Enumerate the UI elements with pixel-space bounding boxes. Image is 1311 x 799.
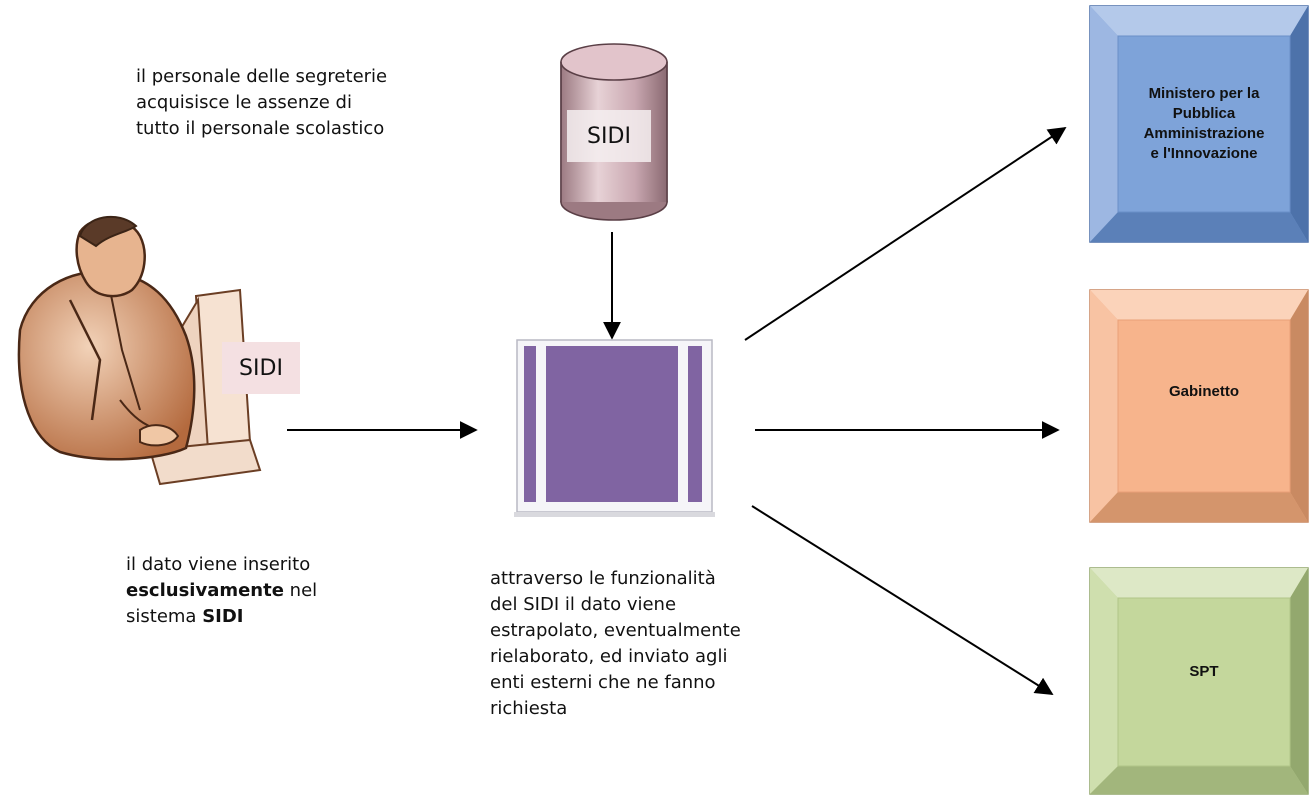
left-note-line2: esclusivamente nel (126, 578, 366, 604)
target-box-ministero (1089, 5, 1309, 243)
ministero-line4: e l'Innovazione (1150, 145, 1258, 162)
center-note-line2: del SIDI il dato viene (490, 594, 677, 615)
target-label-spt: SPT (1118, 598, 1290, 746)
center-note: attraverso le funzionalità del SIDI il d… (490, 566, 810, 722)
top-note: il personale delle segreterie acquisisce… (136, 64, 456, 142)
target-label-gabinetto: Gabinetto (1118, 320, 1290, 464)
center-note-line5: enti esterni che ne fanno (490, 672, 716, 693)
left-note-bold-exclusively: esclusivamente (126, 580, 284, 601)
left-note: il dato viene inserito esclusivamente ne… (126, 552, 366, 630)
person-at-computer-icon (17, 216, 300, 486)
target-box-gabinetto (1089, 289, 1309, 523)
top-note-line1: il personale delle segreterie (136, 66, 388, 87)
ministero-line3: Amministrazione (1143, 125, 1265, 142)
left-note-line3: sistema SIDI (126, 604, 366, 630)
top-note-line3: tutto il personale scolastico (136, 118, 385, 139)
ministero-line1: Ministero per la (1148, 85, 1260, 102)
target-box-spt (1089, 567, 1309, 795)
center-note-line1: attraverso le funzionalità (490, 568, 716, 589)
center-note-line4: rielaborato, ed inviato agli (490, 646, 728, 667)
ministero-line2: Pubblica (1172, 105, 1236, 122)
left-note-bold-sidi: SIDI (202, 606, 244, 627)
center-note-line6: richiesta (490, 698, 568, 719)
arrow-hub-to-spt (751, 505, 1054, 695)
left-note-line1: il dato viene inserito (126, 554, 311, 575)
hub-server-icon (514, 339, 715, 517)
center-note-line3: estrapolato, eventualmente (490, 620, 741, 641)
database-cylinder-icon (560, 43, 668, 221)
spt-line1: SPT (1189, 663, 1219, 680)
left-note-line2-rest: nel (283, 580, 318, 601)
gabinetto-line1: Gabinetto (1169, 383, 1239, 400)
top-note-line2: acquisisce le assenze di (136, 92, 352, 113)
database-label: SIDI (587, 123, 631, 149)
arrow-hub-to-ministero (744, 127, 1067, 341)
left-note-line3-pre: sistema (126, 606, 203, 627)
workstation-label: SIDI (239, 355, 283, 381)
target-label-ministero: Ministero per la Pubblica Amministrazion… (1118, 36, 1290, 212)
